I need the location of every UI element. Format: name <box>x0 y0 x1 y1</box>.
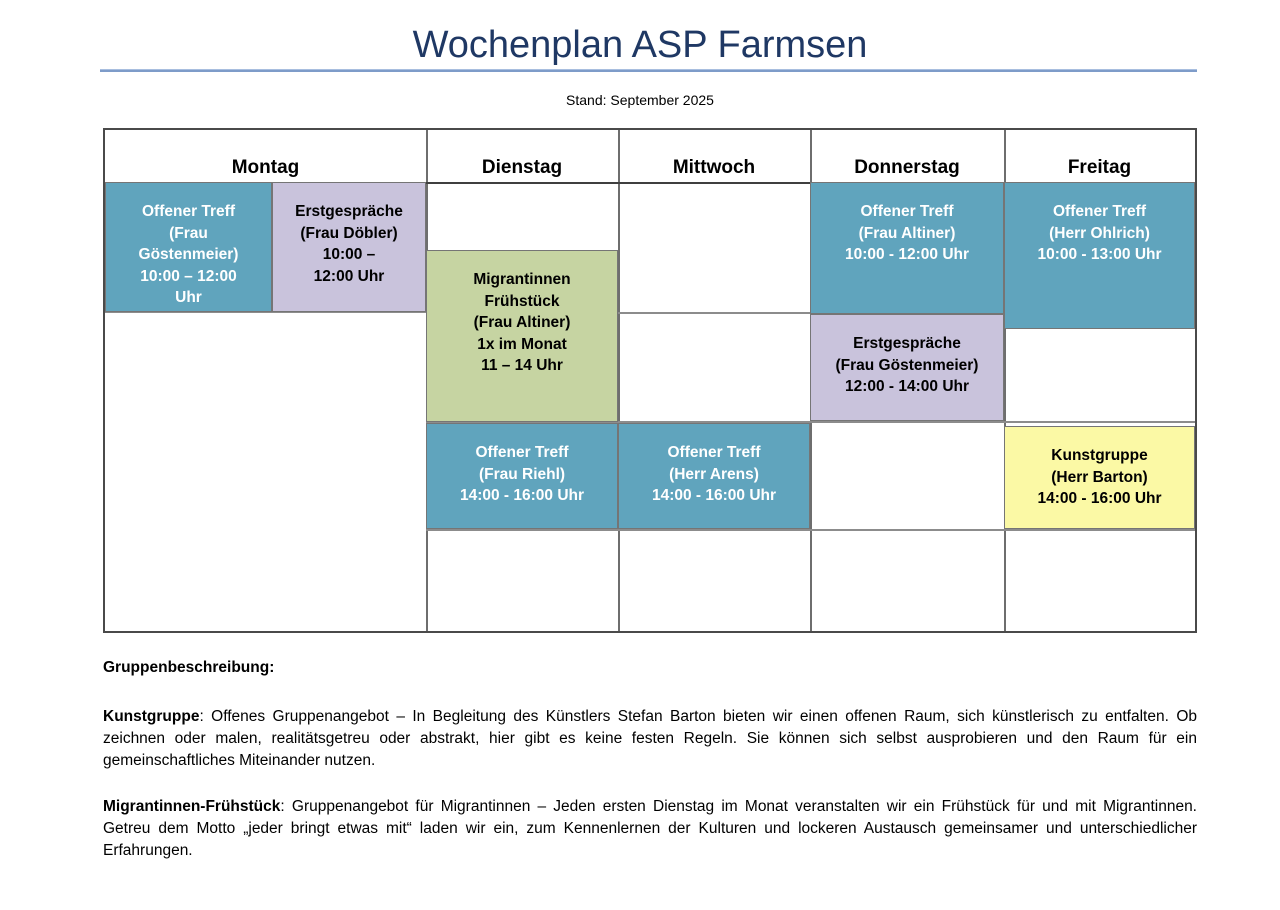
event-offener-treff-goestenmeier: Offener Treff (Frau Göstenmeier) 10:00 –… <box>105 182 272 312</box>
grid-line-vertical <box>1004 130 1006 631</box>
grid-line-header-bottom <box>105 182 1195 184</box>
day-header-donnerstag: Donnerstag <box>854 157 960 178</box>
event-erstgespraeche-goestenmeier: Erstgespräche (Frau Göstenmeier) 12:00 -… <box>810 314 1004 421</box>
grid-line-horizontal <box>426 421 1195 423</box>
event-offener-treff-riehl: Offener Treff (Frau Riehl) 14:00 - 16:00… <box>426 423 618 529</box>
page-title: Wochenplan ASP Farmsen <box>412 24 868 66</box>
title-divider <box>100 69 1197 72</box>
event-offener-treff-arens: Offener Treff (Herr Arens) 14:00 - 16:00… <box>618 423 810 529</box>
event-erstgespraeche-doebler: Erstgespräche (Frau Döbler) 10:00 – 12:0… <box>272 182 426 312</box>
day-header-montag: Montag <box>231 157 300 178</box>
stand-date: Stand: September 2025 <box>566 92 714 108</box>
event-kunstgruppe-barton: Kunstgruppe (Herr Barton) 14:00 - 16:00 … <box>1004 426 1195 529</box>
day-header-freitag: Freitag <box>1067 157 1132 178</box>
grid-line-horizontal <box>426 529 1195 531</box>
day-header-dienstag: Dienstag <box>481 157 563 178</box>
grid-line-horizontal <box>105 311 426 313</box>
kunstgruppe-description: Kunstgruppe: Offenes Gruppenangebot – In… <box>103 706 1197 772</box>
grid-line-vertical <box>618 130 620 631</box>
event-offener-treff-ohlrich: Offener Treff (Herr Ohlrich) 10:00 - 13:… <box>1004 182 1195 329</box>
event-migrantinnen-fruehstueck: Migrantinnen Frühstück (Frau Altiner) 1x… <box>426 250 618 422</box>
event-offener-treff-altiner: Offener Treff (Frau Altiner) 10:00 - 12:… <box>810 182 1004 314</box>
group-descriptions: Gruppenbeschreibung: Kunstgruppe: Offene… <box>103 657 1197 886</box>
migrantinnen-fruehstueck-description-text: : Gruppenangebot für Migrantinnen – Jede… <box>103 798 1197 859</box>
migrantinnen-fruehstueck-description-lead: Migrantinnen-Frühstück <box>103 798 281 815</box>
group-descriptions-heading: Gruppenbeschreibung: <box>103 659 275 676</box>
day-header-mittwoch: Mittwoch <box>672 157 756 178</box>
migrantinnen-fruehstueck-description: Migrantinnen-Frühstück: Gruppenangebot f… <box>103 796 1197 862</box>
kunstgruppe-description-text: : Offenes Gruppenangebot – In Begleitung… <box>103 708 1197 769</box>
weekly-schedule-table: Montag Dienstag Mittwoch Donnerstag Frei… <box>103 128 1197 633</box>
kunstgruppe-description-lead: Kunstgruppe <box>103 708 200 725</box>
grid-line-horizontal <box>618 312 810 314</box>
